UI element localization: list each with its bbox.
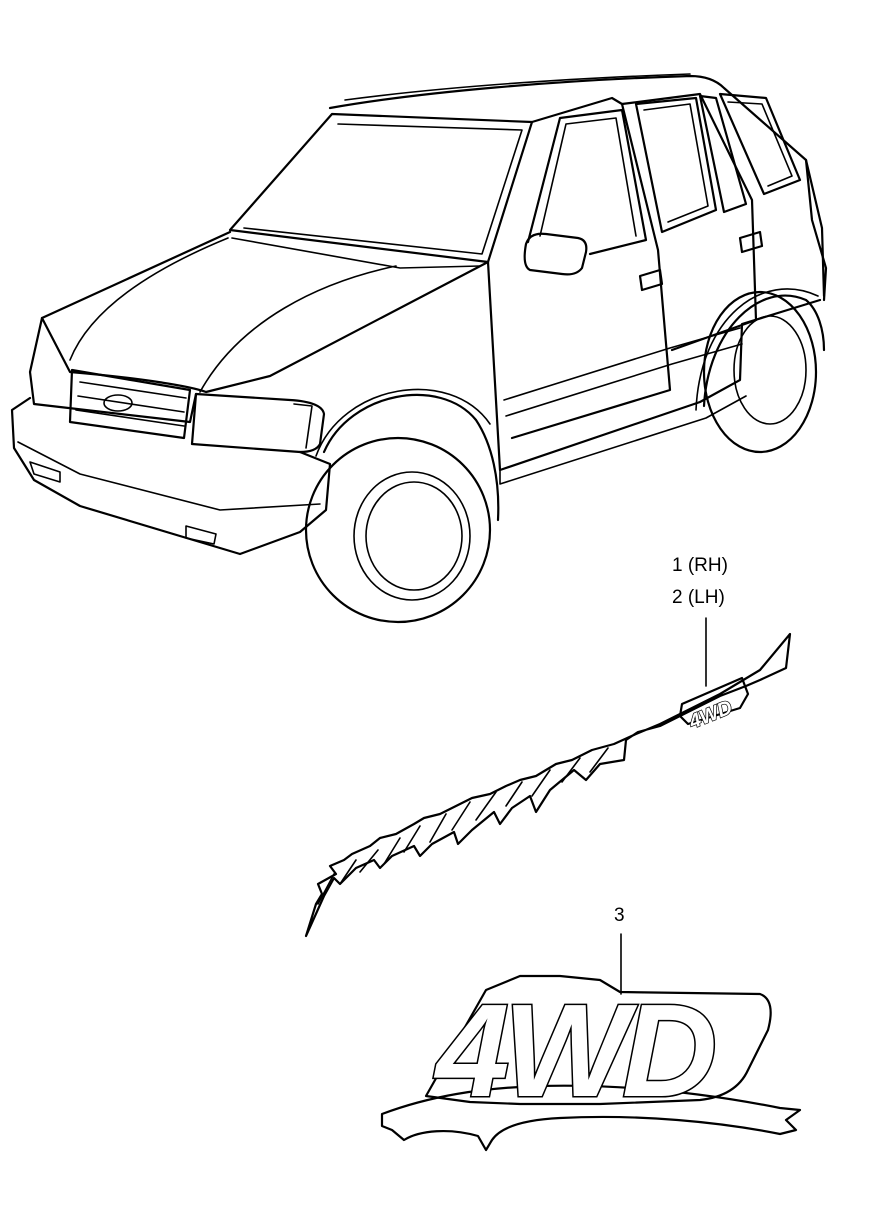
callout-part-3-label: 3 — [614, 905, 625, 926]
emblem-swoosh — [380, 1084, 802, 1152]
suv-fog-light — [29, 461, 217, 545]
callout-part-1-2: 1 (RH) 2 (LH) — [672, 555, 728, 687]
suv-hood-crease-left — [69, 237, 229, 361]
callout-part-3: 3 — [614, 905, 625, 995]
stripe-4wd-badge: 4WD — [678, 676, 750, 735]
suv-rear-pillar — [804, 158, 828, 302]
suv-front-wheel-arch — [322, 393, 500, 522]
suv-rear-tire — [702, 290, 818, 454]
suv-grille — [68, 368, 192, 440]
side-stripe-decal: 4WD — [304, 632, 792, 938]
suv-headlight — [190, 392, 326, 454]
suv-grille-bars — [75, 381, 187, 427]
suv-cowl — [231, 237, 481, 269]
stripe-slashes — [317, 747, 609, 905]
suv-headlight-inner — [293, 403, 313, 449]
suv-rear-door-handle — [738, 230, 764, 254]
suv-front-window — [526, 108, 648, 256]
suv-windshield-inner — [243, 123, 523, 255]
suv-rear-arch-flare — [695, 288, 819, 411]
suv-rear-window — [634, 96, 718, 234]
callout-part-1-label: 1 (RH) — [672, 555, 728, 576]
suv-body-side-molding — [503, 327, 743, 417]
suv-front-bumper — [10, 396, 332, 556]
suv-rear-rim — [733, 315, 807, 425]
stripe-outline — [304, 632, 792, 938]
suv-rocker — [499, 395, 747, 485]
suv-rear-wheel-arch — [702, 294, 826, 408]
suv-side-mirror — [523, 232, 588, 276]
suv-hood-crease-right — [199, 265, 397, 393]
suv-front-door-handle — [638, 268, 664, 292]
suv-roof-rail — [344, 73, 691, 101]
emblem-outline — [424, 974, 772, 1106]
suv-front-window-inner — [539, 117, 637, 237]
suv-front-door — [510, 96, 672, 440]
emblem-text: 4WD — [433, 977, 714, 1124]
suv-front-arch-flare — [315, 388, 491, 457]
suv-front-tire — [304, 436, 492, 624]
suv-front-rim — [353, 471, 471, 601]
suv-cargo-window — [718, 92, 802, 196]
suv-front-rim-inner — [365, 481, 463, 591]
suv-emblem — [103, 394, 133, 412]
suv-rear-window-inner — [643, 103, 709, 223]
suv-front-face — [28, 316, 198, 424]
callout-part-2-label: 2 (LH) — [672, 587, 725, 608]
suv-roof — [328, 74, 826, 298]
stripe-badge-outline — [678, 676, 750, 726]
4wd-emblem: 4WD — [380, 974, 802, 1152]
suv-illustration — [10, 73, 828, 624]
suv-cargo-window-inner — [727, 101, 793, 187]
suv-rear-quarter-window — [698, 94, 748, 214]
suv-hood — [40, 230, 490, 394]
suv-bumper-lower — [17, 441, 321, 511]
